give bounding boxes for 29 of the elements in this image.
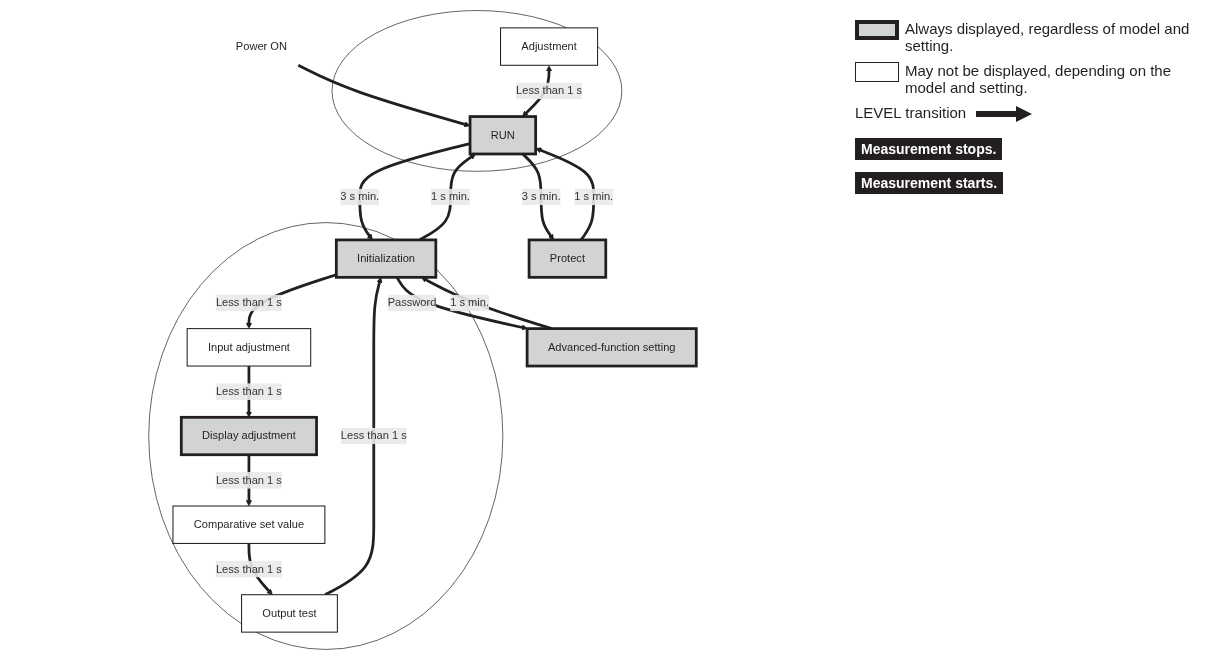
node-box: Input adjustment: [186, 328, 312, 367]
arrow: [297, 64, 471, 128]
edge-label: Less than 1 s: [516, 84, 583, 97]
edge-label: 3 s min.: [521, 190, 561, 203]
edge-label: Password: [387, 296, 437, 309]
note-tag: Measurement stops.: [855, 138, 1003, 160]
node-box: Advanced-function setting: [525, 327, 698, 368]
edge-label: 1 s min.: [431, 190, 470, 203]
legend-text: May not be displayed, depending on the model and setting.: [905, 62, 1173, 96]
edge-label: Less than 1 s: [215, 385, 282, 398]
edge-label: 1 s min.: [450, 296, 489, 309]
edge-label: 3 s min.: [340, 190, 380, 203]
edge-label: Less than 1 s: [340, 429, 407, 442]
arrow: [324, 277, 383, 596]
node-box: Initialization: [334, 238, 438, 279]
node-box: Protect: [527, 238, 608, 279]
node-box: Adjustment: [500, 27, 599, 66]
node-box: RUN: [468, 115, 538, 156]
node-box: Comparative set value: [172, 505, 326, 544]
node-box: Output test: [241, 594, 338, 633]
legend-text: Always displayed, regardless of model and setting.: [905, 20, 1191, 54]
edge-label: Less than 1 s: [215, 562, 282, 575]
node-box: Display adjustment: [179, 415, 318, 457]
edge-label: 1 s min.: [574, 190, 614, 203]
legend-text: LEVEL transition: [855, 104, 967, 121]
edge-label: Less than 1 s: [215, 296, 282, 309]
edge-label: Less than 1 s: [215, 474, 282, 486]
node-text: Power ON: [235, 40, 287, 53]
note-tag: Measurement starts.: [855, 172, 1004, 194]
